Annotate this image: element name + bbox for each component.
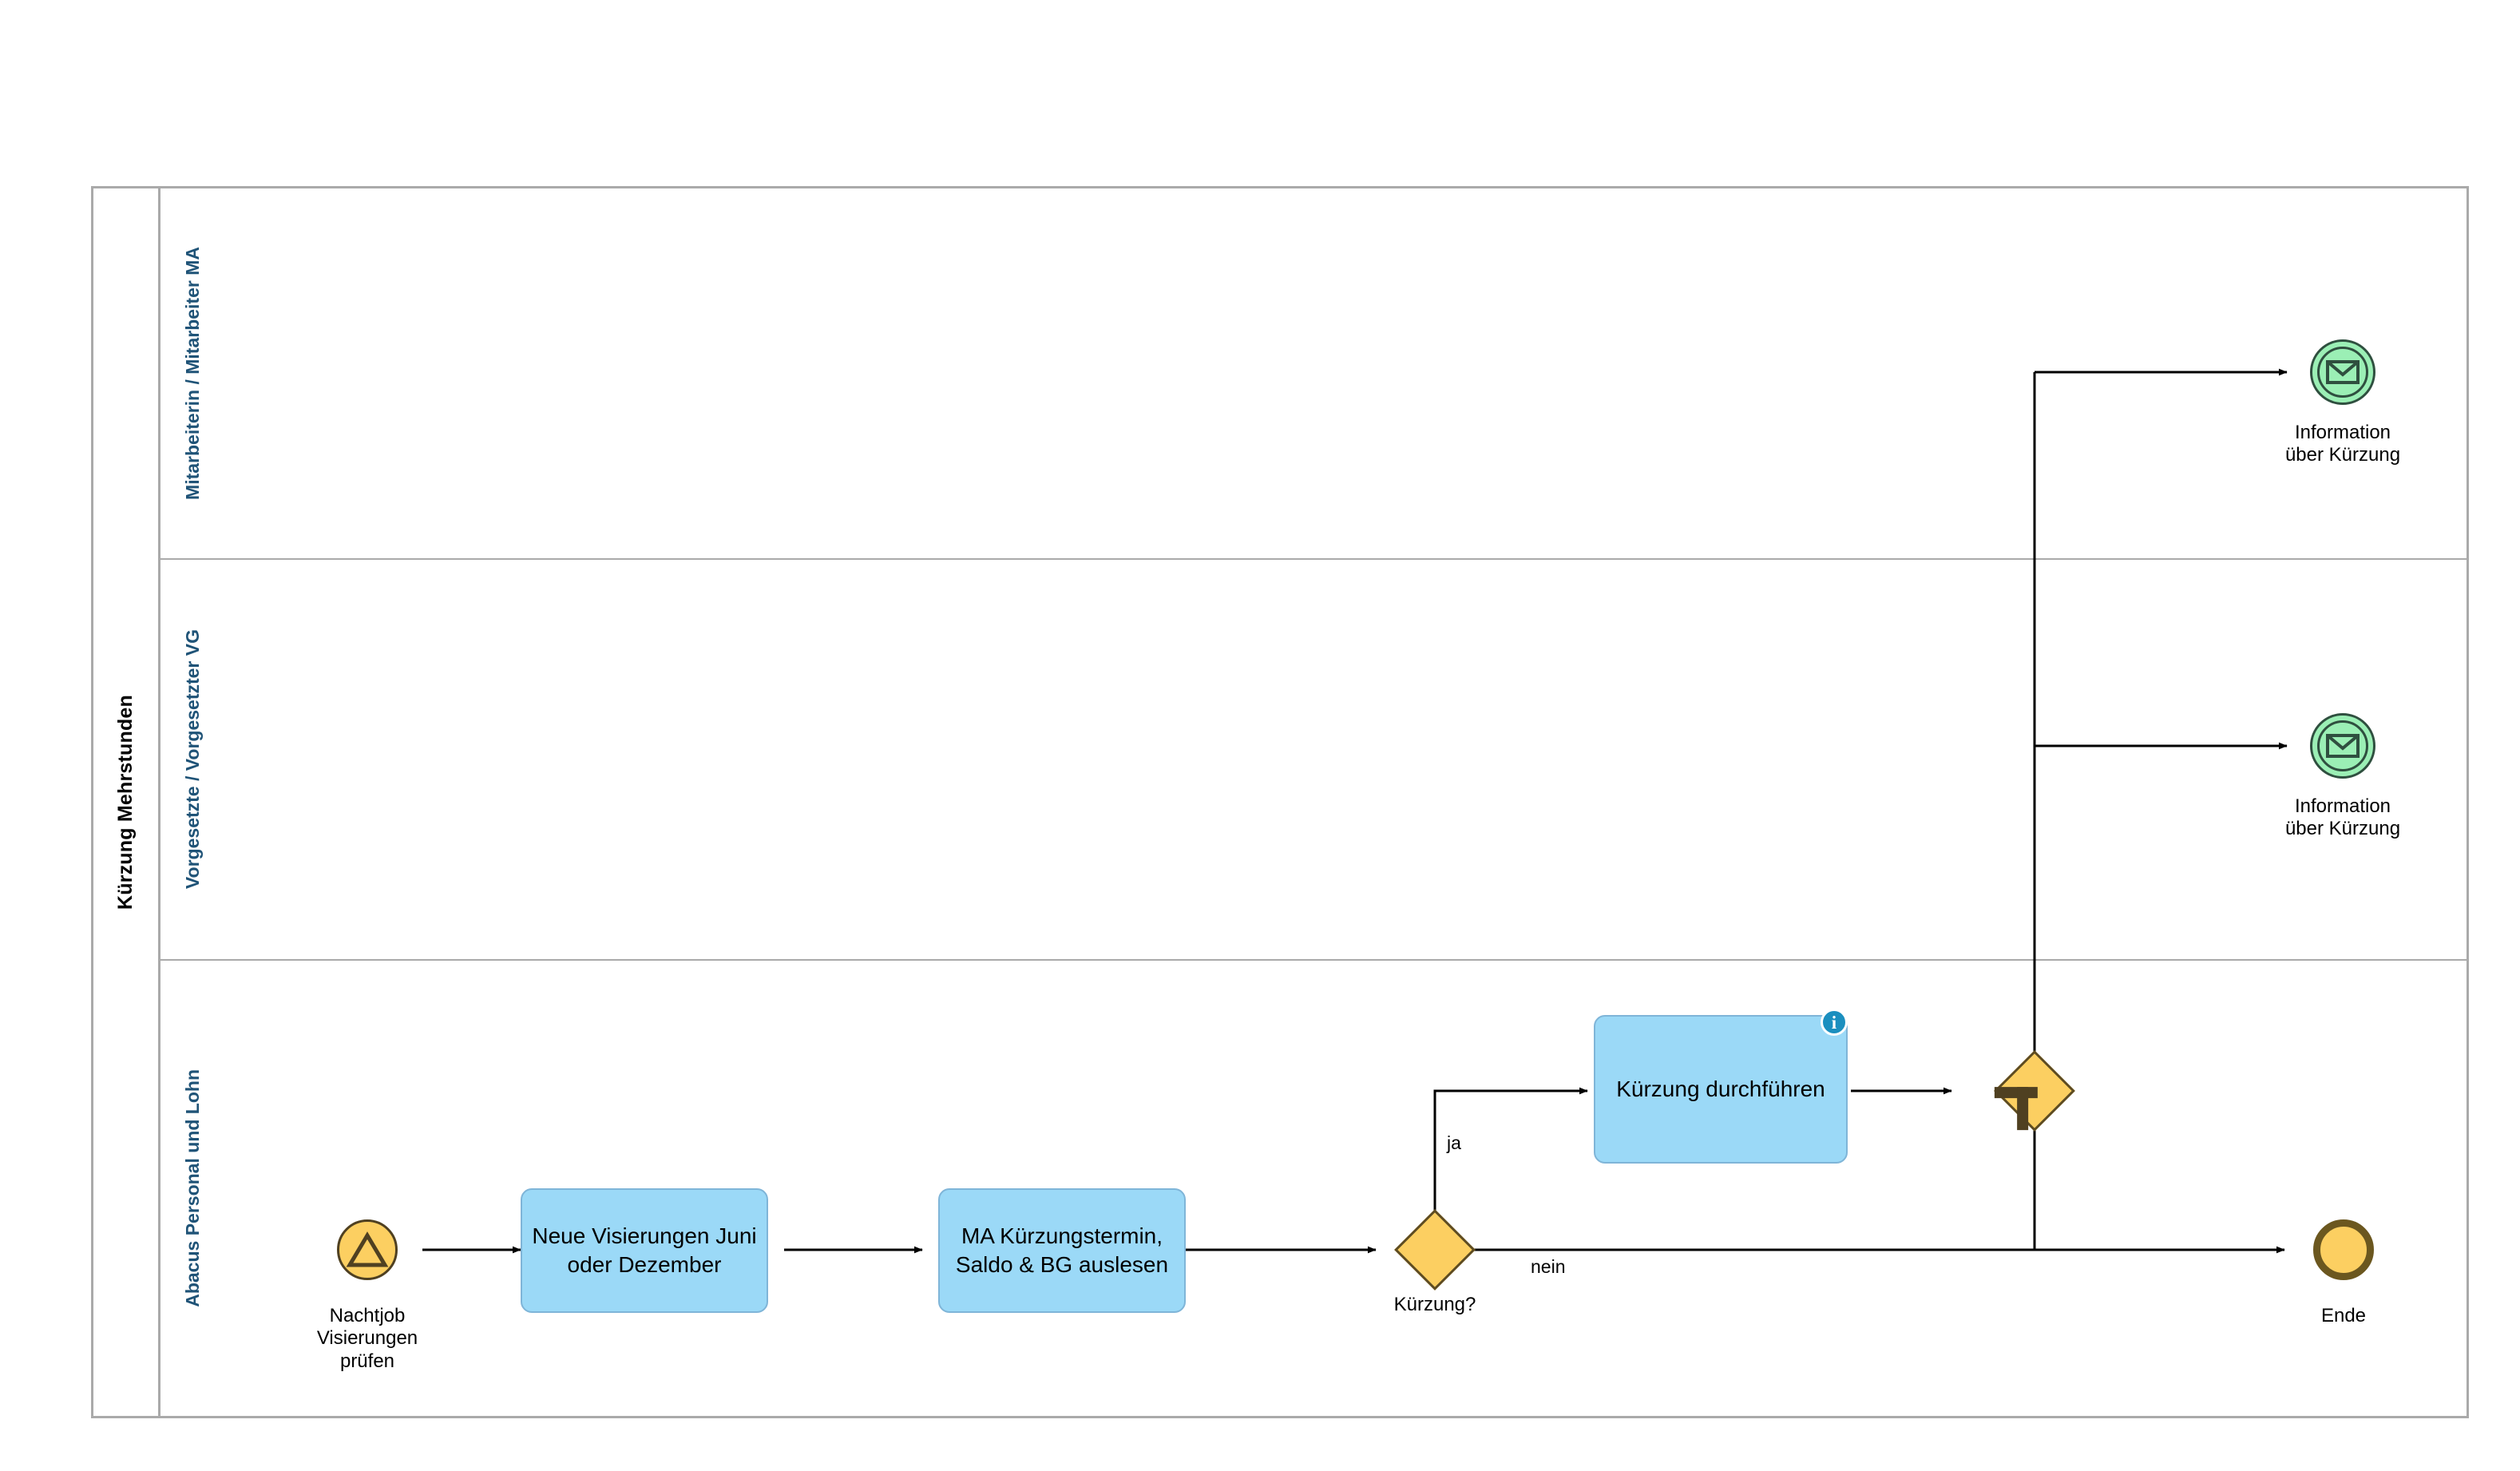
- gateway-kuerzung-label: Kürzung?: [1393, 1294, 1476, 1315]
- start-event-nachtjob[interactable]: [337, 1219, 398, 1280]
- triangle-icon: [346, 1231, 389, 1267]
- flow-label-nein: nein: [1531, 1256, 1566, 1277]
- envelope-icon: [2326, 734, 2360, 758]
- end-event-label: Ende: [2320, 1305, 2367, 1326]
- pool-header: Kürzung Mehrstunden: [93, 188, 160, 1416]
- task-neue-visierungen[interactable]: Neue Visierungen Juni oder Dezember: [521, 1188, 768, 1313]
- task-neue-visierungen-label: Neue Visierungen Juni oder Dezember: [532, 1223, 757, 1277]
- pool-kuerzung-mehrstunden[interactable]: Kürzung Mehrstunden Mitarbeiterin / Mita…: [91, 186, 2469, 1418]
- flow-label-ja: ja: [1447, 1132, 1461, 1153]
- plus-icon-h: [1994, 1087, 2038, 1099]
- task-kuerzung-durchfuehren-label: Kürzung durchführen: [1616, 1076, 1825, 1102]
- message-event-vg[interactable]: [2310, 713, 2375, 779]
- lane-container: Mitarbeiterin / Mitarbeiter MA Vorgesetz…: [160, 188, 2467, 1416]
- lane-mitarbeiter[interactable]: Mitarbeiterin / Mitarbeiter MA: [160, 188, 2467, 560]
- message-event-vg-inner-ring: [2317, 720, 2368, 771]
- lane-vorgesetzte[interactable]: Vorgesetzte / Vorgesetzter VG: [160, 560, 2467, 961]
- flow-gateway-ja-to-task3: [1433, 1087, 1588, 1219]
- plus-icon-v: [2017, 1087, 2029, 1131]
- envelope-icon: [2326, 360, 2360, 384]
- task-ma-kuerzungstermin[interactable]: MA Kürzungstermin, Saldo & BG auslesen: [938, 1188, 1186, 1313]
- end-event-ende[interactable]: [2313, 1219, 2374, 1280]
- message-event-ma-inner-ring: [2317, 347, 2368, 398]
- start-event-label: Nachtjob Visierungen prüfen: [316, 1305, 418, 1372]
- message-event-vg-label: Information über Kürzung: [2284, 795, 2401, 840]
- message-event-ma-label: Information über Kürzung: [2284, 422, 2401, 466]
- task-ma-kuerzungstermin-label: MA Kürzungstermin, Saldo & BG auslesen: [955, 1223, 1169, 1277]
- task-kuerzung-durchfuehren[interactable]: Kürzung durchführen: [1594, 1015, 1848, 1164]
- message-event-ma[interactable]: [2310, 339, 2375, 405]
- info-icon[interactable]: i: [1821, 1009, 1848, 1036]
